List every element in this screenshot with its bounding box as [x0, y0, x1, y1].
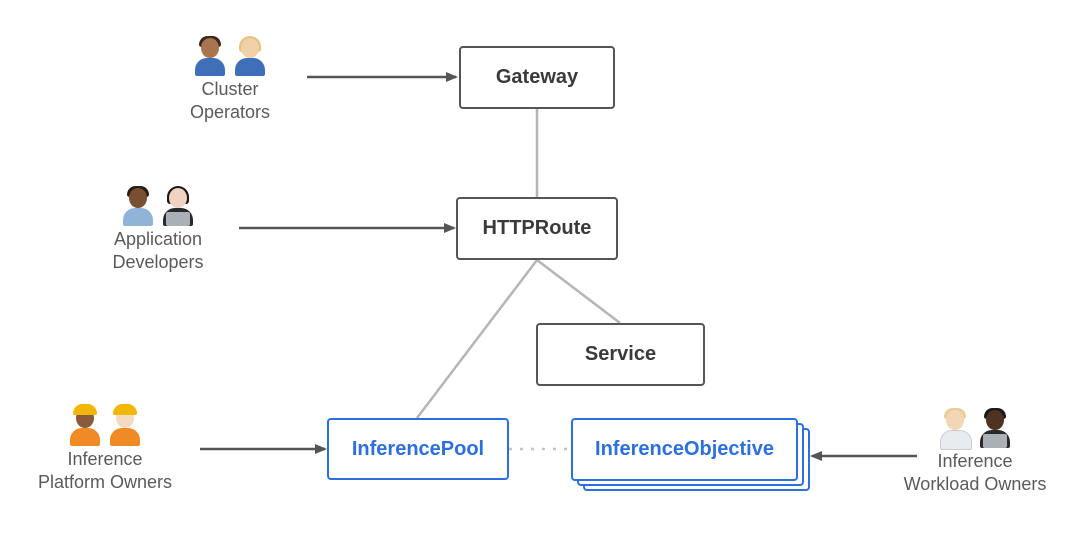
- httproute-box: HTTPRoute: [456, 197, 618, 260]
- inference-objective-label: InferenceObjective: [595, 438, 774, 460]
- platform-owners-line2: Platform Owners: [37, 472, 173, 492]
- service-box: Service: [536, 323, 705, 386]
- persona-inference-workload-owners: Inference Workload Owners: [890, 408, 1060, 496]
- gateway-box: Gateway: [459, 46, 615, 109]
- workload-owners-line1: Inference: [937, 451, 1013, 471]
- scientist-person-icon: [938, 408, 972, 450]
- httproute-inferencepool-connector: [416, 259, 538, 419]
- mechanic-person-icon: [193, 36, 227, 76]
- application-developers-line2: Developers: [112, 252, 204, 272]
- construction-worker-man-icon: [108, 404, 142, 446]
- technologist-person-icon: [978, 408, 1012, 448]
- platform-owners-line1: Inference: [67, 449, 143, 469]
- persona-application-developers: Application Developers: [88, 186, 228, 274]
- inference-pool-box: InferencePool: [327, 418, 509, 480]
- cluster-operators-line1: Cluster: [201, 79, 259, 99]
- service-label: Service: [584, 343, 657, 365]
- inference-objective-box: InferenceObjective: [571, 418, 798, 481]
- workload-owners-line2: Workload Owners: [903, 474, 1047, 494]
- technologist-woman-icon: [161, 186, 195, 226]
- mechanic-woman-icon: [233, 36, 267, 76]
- httproute-label: HTTPRoute: [482, 217, 592, 239]
- inference-pool-label: InferencePool: [351, 437, 485, 460]
- office-worker-man-icon: [121, 186, 155, 226]
- application-developers-line1: Application: [113, 229, 203, 249]
- cluster-operators-line2: Operators: [189, 102, 271, 122]
- persona-inference-platform-owners: Inference Platform Owners: [25, 404, 185, 494]
- gateway-label: Gateway: [495, 66, 579, 88]
- persona-cluster-operators: Cluster Operators: [160, 36, 300, 124]
- httproute-service-connector: [536, 259, 621, 324]
- construction-worker-woman-icon: [68, 404, 102, 446]
